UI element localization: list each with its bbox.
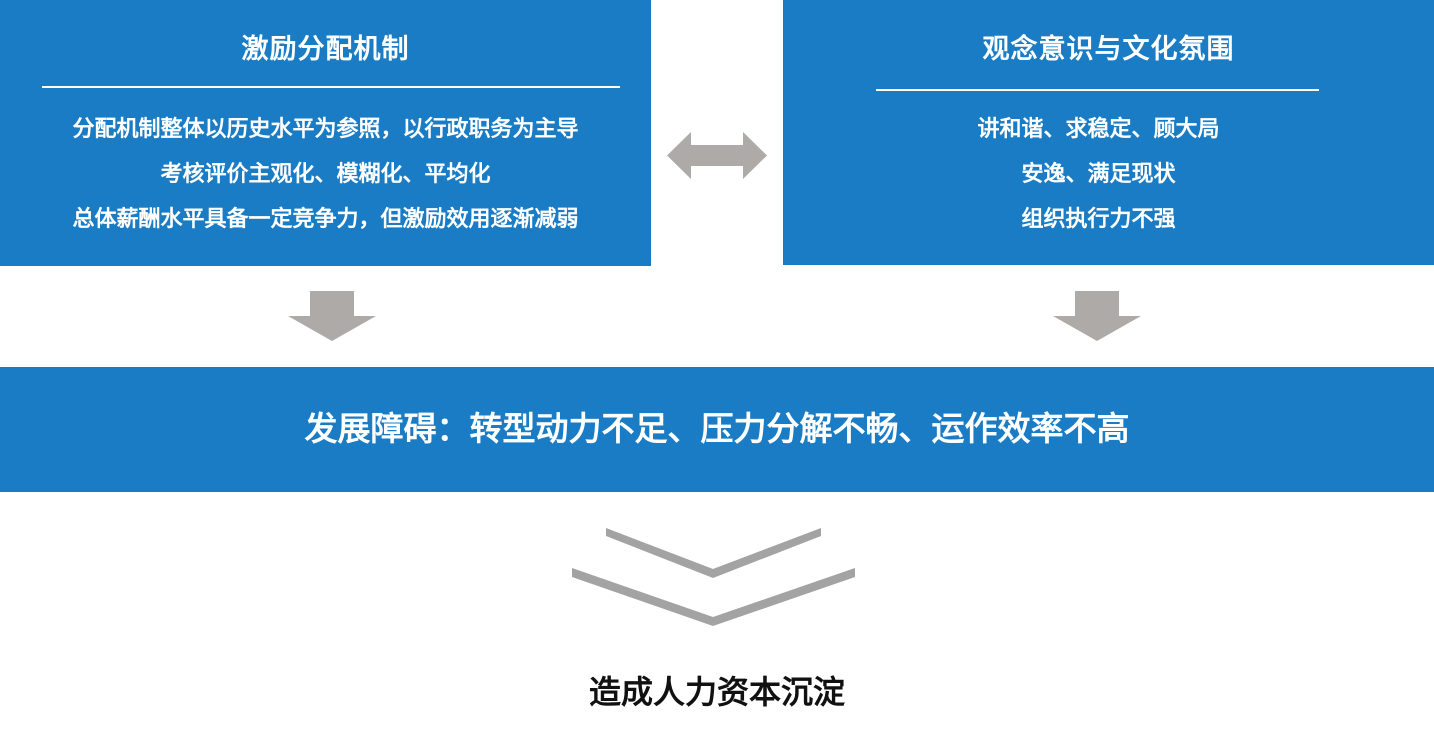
culture-mindset-panel: 观念意识与文化氛围 讲和谐、求稳定、顾大局 安逸、满足现状 组织执行力不强 — [783, 0, 1434, 265]
panel-line: 安逸、满足现状 — [1021, 162, 1176, 187]
double-chevron-down-icon — [572, 528, 855, 626]
panel-lines: 分配机制整体以历史水平为参照，以行政职务为主导 考核评价主观化、模糊化、平均化 … — [0, 107, 651, 242]
double-headed-arrow-icon — [667, 132, 767, 179]
panel-title: 观念意识与文化氛围 — [982, 34, 1235, 65]
incentive-distribution-panel: 激励分配机制 分配机制整体以历史水平为参照，以行政职务为主导 考核评价主观化、模… — [0, 0, 651, 266]
panel-line: 组织执行力不强 — [1021, 207, 1176, 232]
panel-line: 考核评价主观化、模糊化、平均化 — [160, 162, 491, 187]
panel-line: 讲和谐、求稳定、顾大局 — [977, 117, 1220, 142]
down-arrow-icon — [1053, 291, 1141, 341]
panel-line: 总体薪酬水平具备一定竞争力，但激励效用逐渐减弱 — [72, 207, 579, 232]
down-arrow-icon — [288, 291, 376, 341]
title-divider — [876, 89, 1319, 91]
development-obstacle-band: 发展障碍：转型动力不足、压力分解不畅、运作效率不高 — [0, 367, 1434, 492]
title-divider — [42, 86, 620, 88]
obstacle-text: 发展障碍：转型动力不足、压力分解不畅、运作效率不高 — [304, 409, 1130, 448]
panel-line: 分配机制整体以历史水平为参照，以行政职务为主导 — [72, 117, 579, 142]
result-text: 造成人力资本沉淀 — [588, 673, 845, 711]
panel-title: 激励分配机制 — [241, 34, 410, 65]
panel-lines: 讲和谐、求稳定、顾大局 安逸、满足现状 组织执行力不强 — [773, 107, 1424, 242]
